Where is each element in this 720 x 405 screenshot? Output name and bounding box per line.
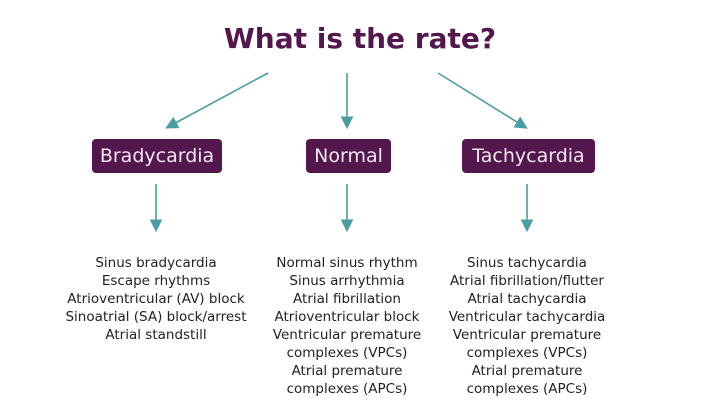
list-item: Sinus bradycardia: [95, 255, 217, 271]
bradycardia-list: Sinus bradycardia Escape rhythms Atriove…: [56, 254, 256, 344]
tachycardia-box: Tachycardia: [462, 139, 595, 173]
list-item: Escape rhythms: [101, 273, 211, 289]
list-item: Sinus tachycardia: [467, 255, 587, 271]
list-item: complexes (APCs): [466, 381, 588, 397]
list-item: complexes (APCs): [286, 381, 408, 397]
list-item: Atrioventricular (AV) block: [67, 291, 245, 307]
list-item: Sinoatrial (SA) block/arrest: [65, 309, 247, 325]
list-item: Sinus arrhythmia: [289, 273, 405, 289]
diagram-title: What is the rate?: [223, 22, 497, 55]
list-item: Atrial fibrillation/flutter: [450, 273, 604, 289]
list-item: Ventricular premature: [452, 327, 602, 343]
list-item: Ventricular premature: [272, 327, 422, 343]
list-item: complexes (VPCs): [466, 345, 588, 361]
arrow-to-tachycardia: [437, 72, 528, 129]
bradycardia-box: Bradycardia: [92, 139, 222, 173]
list-item: Atrial premature: [471, 363, 583, 379]
list-item: Atrial premature: [291, 363, 403, 379]
list-item: Atrial standstill: [105, 327, 207, 343]
list-item: Ventricular tachycardia: [448, 309, 606, 325]
list-item: complexes (VPCs): [286, 345, 408, 361]
list-item: Atrial fibrillation: [293, 291, 401, 307]
list-item: Normal sinus rhythm: [276, 255, 418, 271]
normal-list: Normal sinus rhythm Sinus arrhythmia Atr…: [247, 254, 447, 398]
tachycardia-list: Sinus tachycardia Atrial fibrillation/fl…: [427, 254, 627, 398]
list-item: Atrioventricular block: [274, 309, 420, 325]
normal-box: Normal: [306, 139, 391, 173]
list-item: Atrial tachycardia: [467, 291, 587, 307]
arrow-to-bradycardia: [165, 72, 269, 129]
